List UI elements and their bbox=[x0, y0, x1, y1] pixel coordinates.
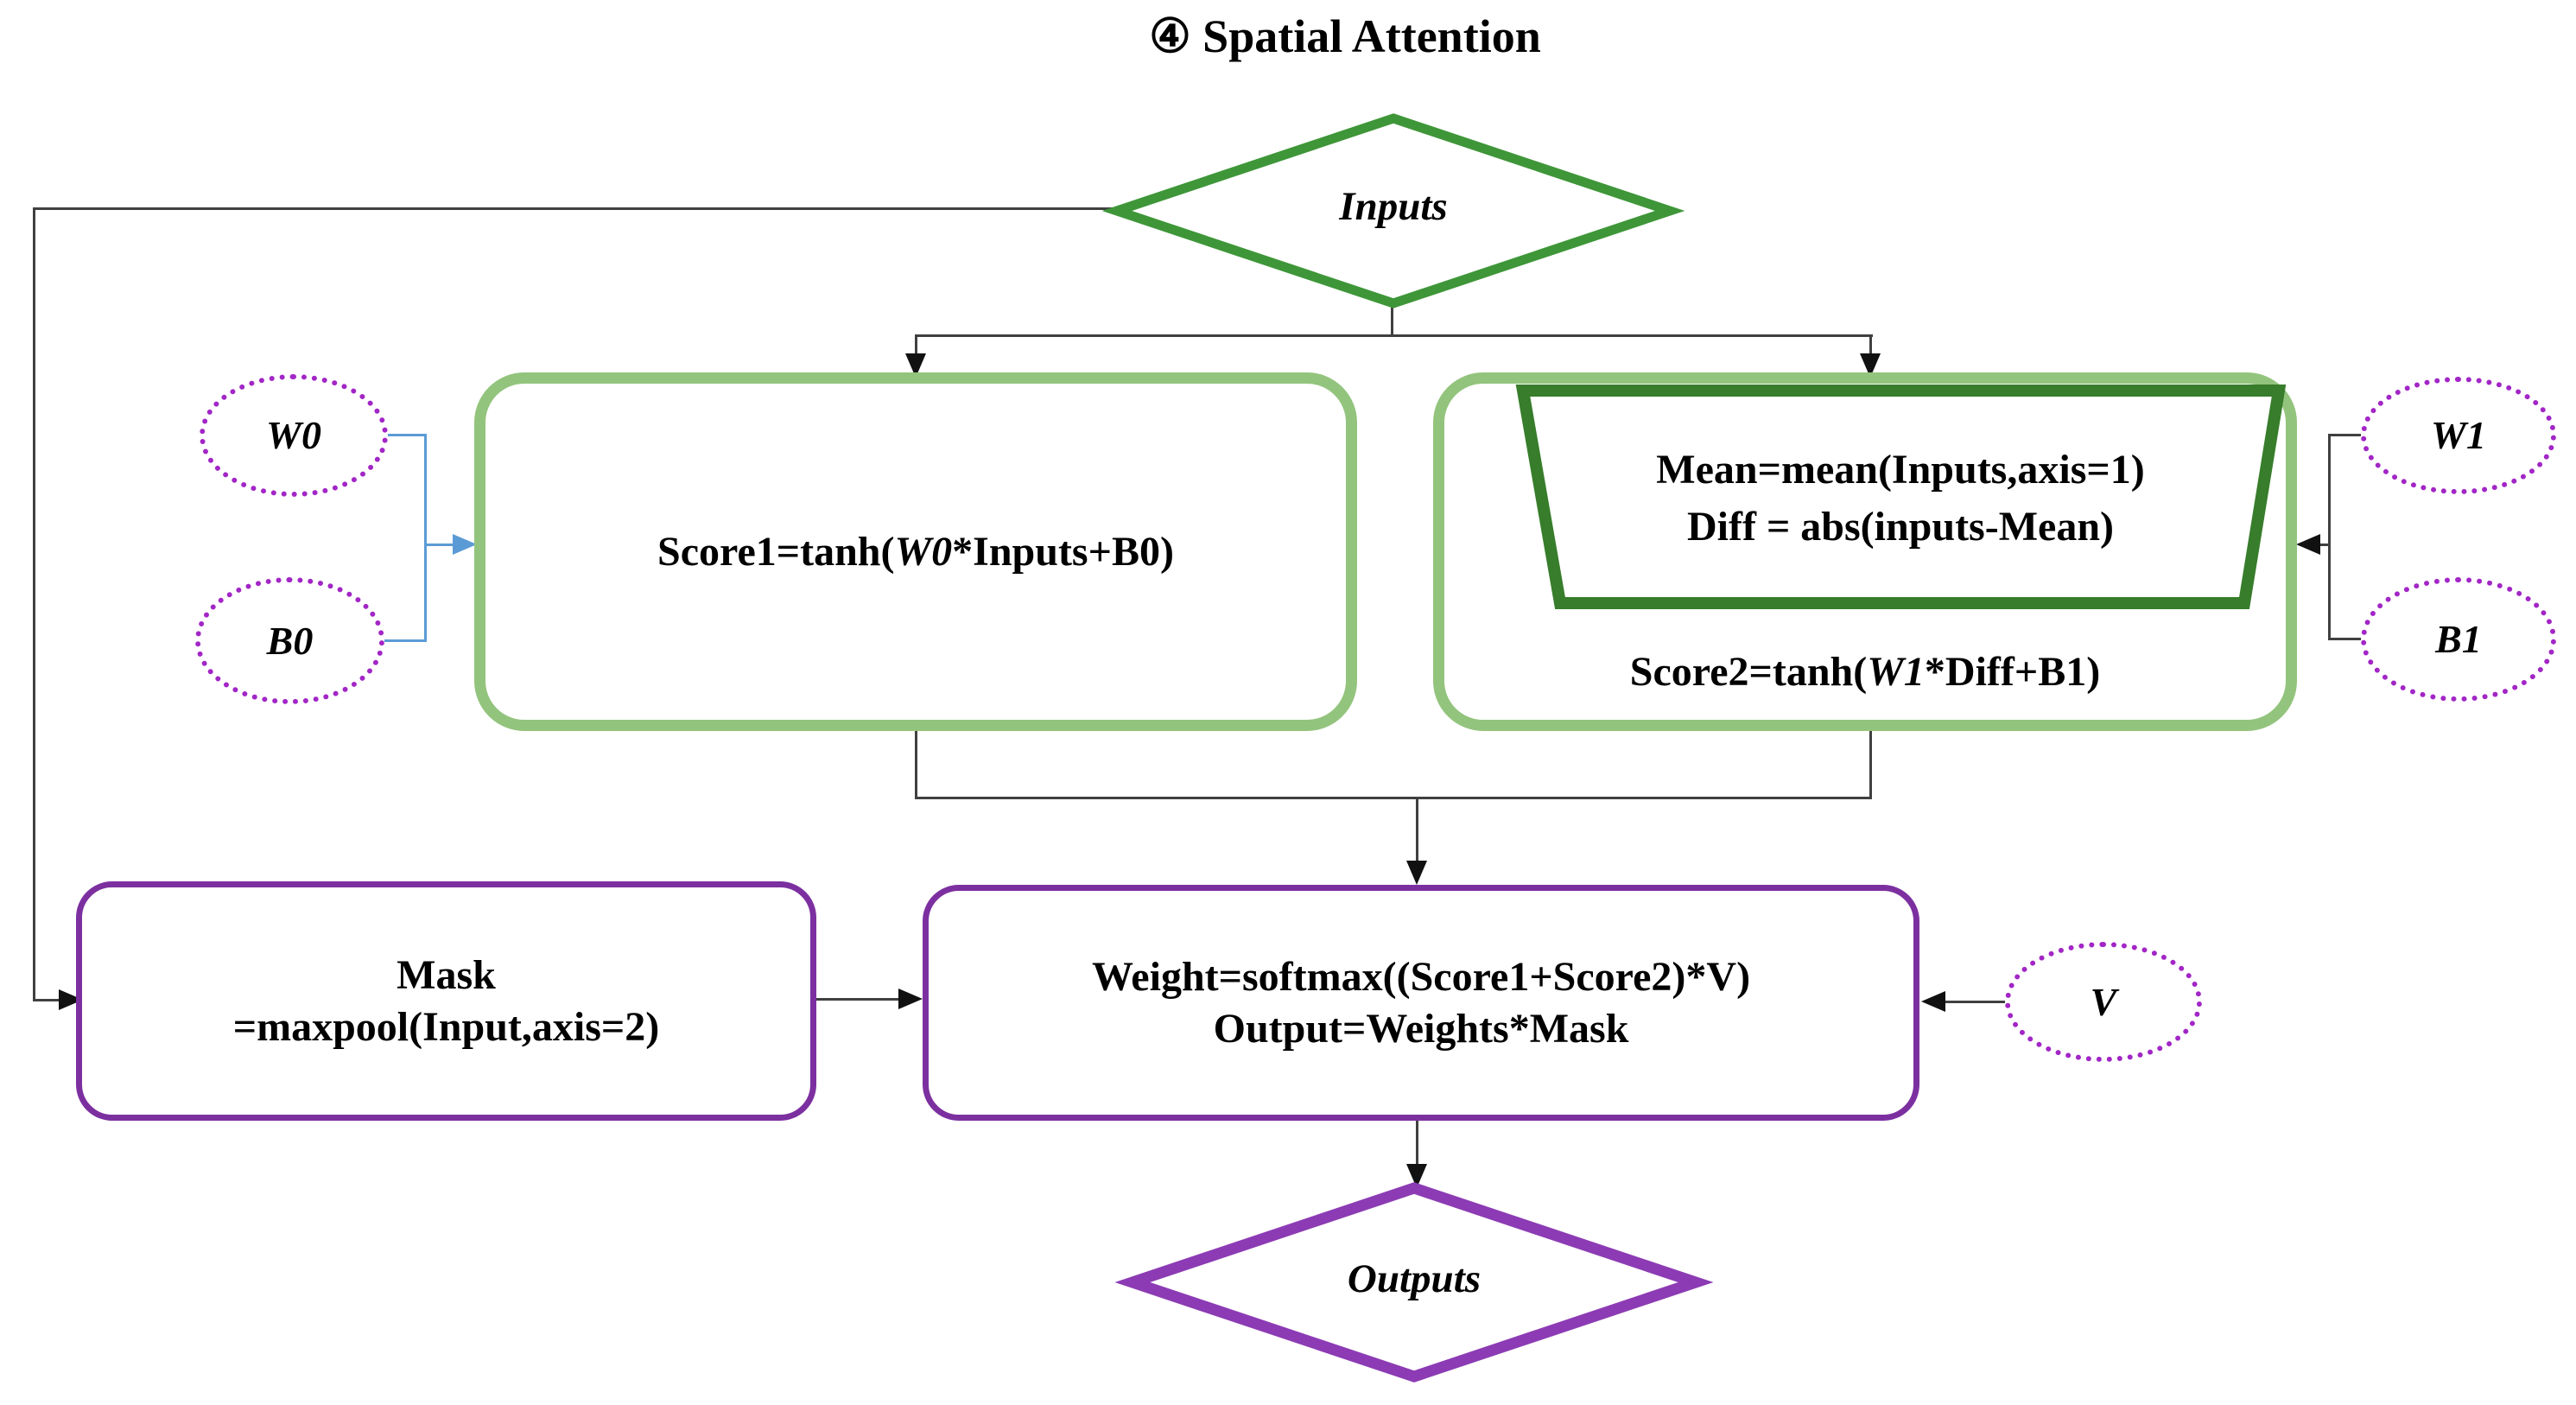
connector-merge-stem bbox=[1416, 797, 1418, 862]
mean-diff-trapezoid-shape bbox=[1515, 385, 2287, 609]
connector-w1b1-vertical bbox=[2328, 434, 2331, 640]
arrowhead-mask-to-weight-icon bbox=[898, 989, 923, 1009]
weight-formula: Weight=softmax((Score1+Score2)*V) bbox=[1091, 953, 1751, 1000]
w0-label: W0 bbox=[266, 413, 321, 458]
connector-score1-down bbox=[915, 730, 917, 799]
score1-formula: Score1=tanh(W0*Inputs+B0) bbox=[657, 528, 1174, 575]
outputs-diamond-shape bbox=[1114, 1182, 1714, 1383]
weight-box: Weight=softmax((Score1+Score2)*V) Output… bbox=[923, 885, 1919, 1121]
connector-loop-left bbox=[33, 207, 35, 1001]
connector-b0-stub bbox=[383, 639, 427, 642]
w1-label: W1 bbox=[2431, 413, 2486, 458]
arrowhead-w0b0-to-score1-icon bbox=[453, 534, 477, 555]
connector-inputs-stem bbox=[1391, 302, 1393, 337]
arrowhead-w1b1-to-score2-icon bbox=[2296, 534, 2320, 555]
connector-mask-to-weight bbox=[816, 998, 900, 1001]
b1-ellipse: B1 bbox=[2361, 577, 2556, 702]
connector-split-right-drop bbox=[1869, 334, 1872, 355]
arrowhead-into-weight-icon bbox=[1406, 861, 1427, 885]
mean-diff-trapezoid-text: Mean=mean(Inputs,axis=1) Diff = abs(inpu… bbox=[1512, 391, 2289, 607]
connector-w0-stub bbox=[386, 434, 427, 436]
mask-formula: =maxpool(Input,axis=2) bbox=[232, 1003, 660, 1050]
output-formula: Output=Weights*Mask bbox=[1213, 1005, 1629, 1052]
b1-label: B1 bbox=[2435, 617, 2482, 662]
score2-formula-row: Score2=tanh(W1*Diff+B1) bbox=[1433, 635, 2297, 709]
b0-label: B0 bbox=[266, 618, 314, 663]
connector-split-horizontal bbox=[916, 334, 1873, 337]
connector-w0b0-vertical bbox=[424, 434, 427, 642]
inputs-label: Inputs bbox=[1339, 184, 1448, 229]
w1-ellipse: W1 bbox=[2361, 377, 2556, 494]
v-ellipse: V bbox=[2005, 942, 2202, 1062]
connector-split-left-drop bbox=[915, 334, 917, 355]
connector-v-to-weight bbox=[1944, 1001, 2008, 1003]
w0-ellipse: W0 bbox=[200, 374, 388, 497]
connector-w0b0-to-score1 bbox=[424, 544, 455, 546]
score2-formula: Score2=tanh(W1*Diff+B1) bbox=[1629, 649, 2101, 695]
score1-box: Score1=tanh(W0*Inputs+B0) bbox=[474, 372, 1357, 731]
diagram-title: ④ Spatial Attention bbox=[1149, 10, 1541, 62]
connector-b1-stub bbox=[2329, 638, 2363, 640]
connector-weight-to-outputs bbox=[1416, 1121, 1418, 1167]
connector-loop-to-mask bbox=[33, 999, 62, 1001]
connector-w1-stub bbox=[2329, 434, 2363, 436]
inputs-diamond-shape bbox=[1101, 113, 1685, 308]
mean-formula: Mean=mean(Inputs,axis=1) bbox=[1656, 447, 2145, 493]
connector-merge-horizontal bbox=[915, 797, 1872, 799]
mask-label: Mask bbox=[397, 951, 496, 998]
connector-loop-top bbox=[33, 207, 1117, 210]
arrowhead-v-to-weight-icon bbox=[1921, 991, 1945, 1012]
outputs-label: Outputs bbox=[1347, 1256, 1482, 1301]
b0-ellipse: B0 bbox=[195, 577, 384, 704]
connector-score2-down bbox=[1869, 730, 1872, 799]
mask-box: Mask =maxpool(Input,axis=2) bbox=[76, 881, 816, 1121]
connector-w1b1-to-score2 bbox=[2319, 544, 2331, 546]
diff-formula: Diff = abs(inputs-Mean) bbox=[1686, 504, 2115, 550]
v-label: V bbox=[2090, 979, 2117, 1024]
